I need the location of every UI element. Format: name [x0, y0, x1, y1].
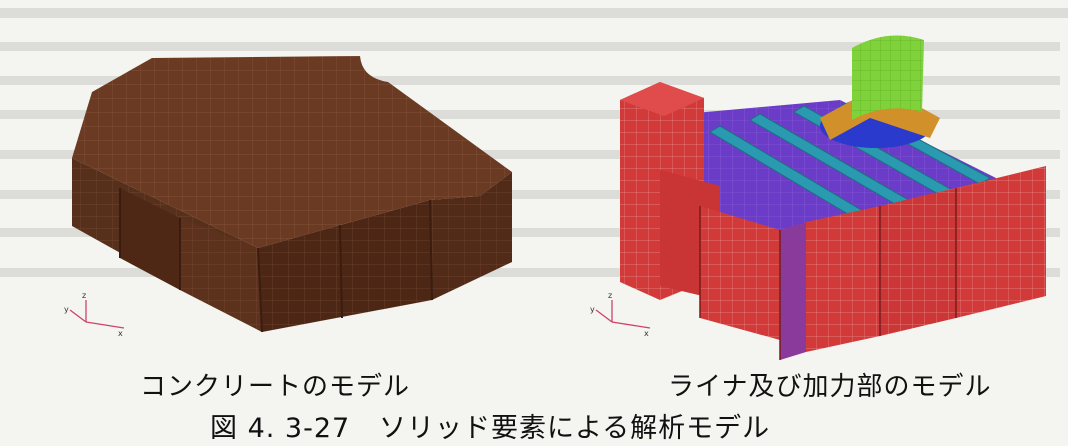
concrete-model-caption: コンクリートのモデル	[140, 372, 411, 402]
xyz-axes-icon: z y x	[590, 291, 651, 338]
svg-text:x: x	[644, 329, 649, 338]
concrete-model-figure: z y x	[64, 56, 512, 338]
figure-title-text: ソリッド要素による解析モデル	[378, 413, 771, 444]
loading-blocks	[660, 166, 1046, 360]
figure-title: 図 4. 3-27 ソリッド要素による解析モデル	[210, 406, 770, 445]
liner-model-caption: ライナ及び加力部のモデル	[668, 372, 992, 402]
svg-text:x: x	[118, 329, 123, 338]
xyz-axes-icon: z y x	[64, 291, 125, 338]
svg-text:z: z	[608, 291, 612, 300]
figure-number: 図 4. 3-27	[210, 413, 351, 444]
liner-loading-model-figure: z y x	[590, 35, 1046, 360]
svg-text:y: y	[64, 305, 69, 314]
svg-text:z: z	[82, 291, 86, 300]
svg-text:y: y	[590, 305, 595, 314]
